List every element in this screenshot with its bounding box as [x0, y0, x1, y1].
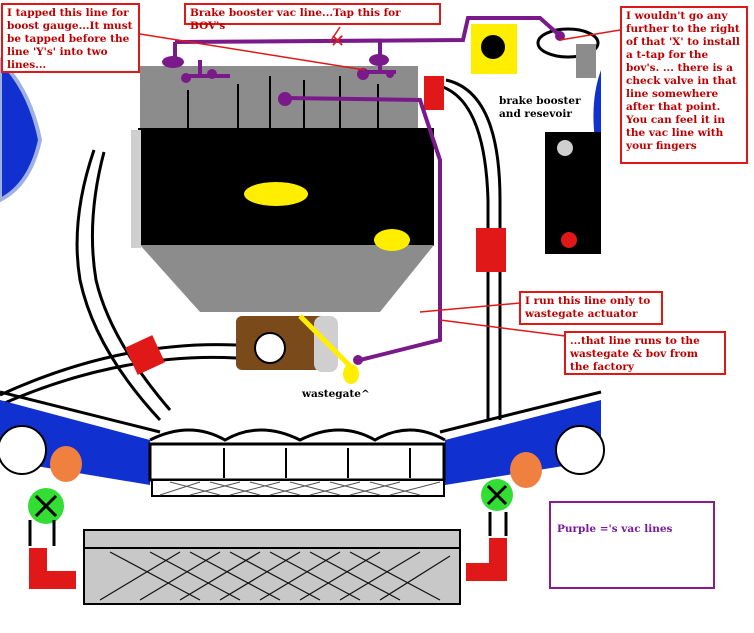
right-fender [593, 70, 601, 150]
legend-text: Purple ='s vac lines [557, 523, 673, 535]
engine-yellow-spot-small [374, 229, 410, 251]
right-fog-x [486, 484, 508, 506]
lower-grille-hatching [159, 481, 441, 496]
left-fender [0, 57, 43, 203]
grille [148, 442, 446, 482]
intercooler-hatching [99, 551, 451, 601]
right-headlight [555, 425, 605, 475]
left-ic-hose-lines [28, 520, 56, 546]
legend-box: Purple ='s vac lines [549, 501, 715, 589]
brake-booster-center [481, 35, 505, 59]
front-wave-line [149, 428, 446, 442]
engine-left-edge [131, 130, 141, 248]
right-intake-pipes [439, 78, 502, 420]
left-headlight [0, 425, 47, 475]
annotation-wastegate-only: I run this line only to wastegate actuat… [519, 291, 663, 325]
right-ic-hose-lines [488, 512, 508, 536]
x-mark: ✕ [330, 31, 345, 52]
leader-lines [139, 26, 621, 337]
engine-ribs [187, 76, 379, 128]
left-fog-x [34, 494, 58, 518]
battery-terminal-grey [557, 140, 573, 156]
left-turn-signal [50, 446, 82, 482]
wastegate-label: wastegate^ [302, 388, 370, 400]
left-coupler [125, 335, 165, 375]
brake-booster-label: brake booster and resevoir [499, 95, 581, 120]
annotation-no-further: I wouldn't go any further to the right o… [620, 6, 748, 164]
battery-terminal-red [561, 232, 577, 248]
engine-yellow-spot [244, 182, 308, 206]
check-valve-block [576, 44, 596, 78]
oil-pan [140, 245, 434, 312]
annotation-tapped-line: I tapped this line for boost gauge...It … [1, 3, 140, 73]
right-bumper-edge [439, 390, 602, 434]
grille-bars [223, 448, 411, 478]
vac-fittings [162, 31, 565, 365]
turbo-outlet [254, 332, 286, 364]
annotation-brake-booster-vac: Brake booster vac line...Tap this for BO… [184, 3, 441, 32]
right-ic-hose [466, 538, 507, 581]
left-intake-pipes [0, 149, 237, 422]
right-coupler [476, 228, 506, 272]
throttle-body [424, 76, 444, 110]
intercooler-top [83, 529, 461, 549]
left-ic-hose [29, 548, 76, 589]
wastegate-actuator [343, 364, 359, 384]
booster-circle [536, 27, 600, 59]
right-turn-signal [510, 452, 542, 488]
annotation-factory-line: ...that line runs to the wastegate & bov… [564, 331, 726, 375]
left-bumper-edge [0, 390, 161, 434]
wastegate-arm [298, 314, 352, 368]
